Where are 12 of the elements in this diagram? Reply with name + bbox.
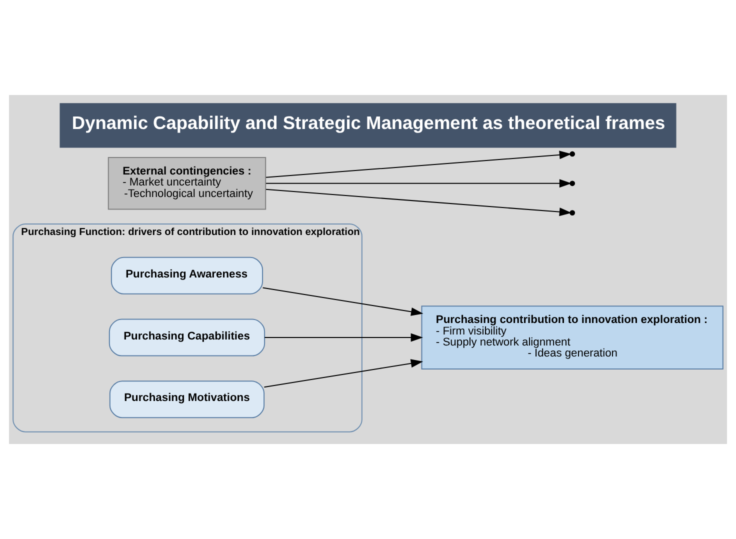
arrow	[266, 150, 572, 178]
diagram-title: Dynamic Capability and Strategic Management as theoretical frames	[72, 112, 666, 133]
arrow	[266, 179, 572, 188]
node-box: Purchasing Capabilities	[108, 318, 266, 356]
arrow	[262, 287, 424, 316]
node-box: Purchasing contribution to innovation exploration : - Firm visibility - Supply network alignment - Ideas generation	[421, 306, 724, 370]
node-box: Purchasing Motivations	[109, 380, 265, 418]
arrow	[264, 359, 424, 388]
node-box: Purchasing Awareness	[110, 256, 264, 294]
arrow	[266, 188, 572, 216]
arrow	[264, 333, 423, 342]
node-box: External contingencies : - Market uncertainty -Technological uncertainty	[108, 157, 266, 210]
